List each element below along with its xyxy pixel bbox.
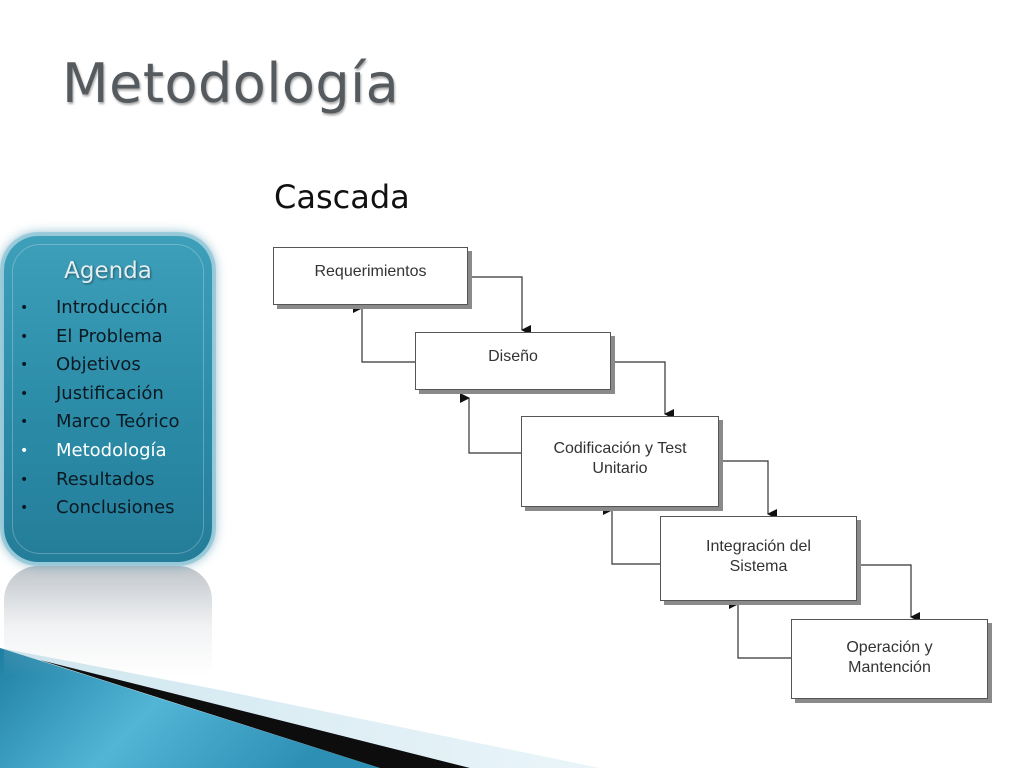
feedback-arrow [729, 599, 791, 659]
forward-arrow [857, 564, 920, 622]
forward-arrow [719, 460, 777, 519]
stage-box-requerimientos: Requerimientos [273, 247, 468, 305]
agenda-item-label: Introducción [56, 297, 168, 318]
bullet-icon: • [20, 500, 29, 517]
forward-arrow [611, 361, 674, 419]
agenda-panel-border [12, 244, 204, 554]
bullet-icon: • [20, 357, 29, 374]
forward-arrow [468, 276, 531, 335]
agenda-item[interactable]: • Conclusiones [4, 494, 180, 523]
agenda-item-label: El Problema [56, 325, 163, 347]
agenda-item-label: Metodología [56, 439, 167, 461]
agenda-item[interactable]: • Resultados [4, 466, 180, 495]
agenda-item-label: Conclusiones [56, 497, 175, 519]
bullet-icon: • [20, 442, 29, 459]
stage-box-operacion: Operación y Mantención [791, 619, 988, 699]
bullet-icon: • [20, 385, 29, 402]
agenda-item-label: Justificación [56, 382, 164, 404]
stage-box-diseno: Diseño [415, 332, 611, 390]
bullet-icon: • [20, 414, 29, 431]
agenda-item[interactable]: • Objetivos [4, 351, 180, 380]
agenda-item[interactable]: • Marco Teórico [4, 408, 180, 437]
stage-box-codificacion: Codificación y Test Unitario [521, 416, 719, 507]
feedback-arrow [353, 303, 415, 363]
agenda-item[interactable]: • Introducción [4, 294, 180, 323]
agenda-title: Agenda [64, 258, 152, 284]
agenda-item[interactable]: • El Problema [4, 323, 180, 352]
agenda-item[interactable]: • Justificación [4, 380, 180, 409]
bullet-icon: • [20, 471, 29, 488]
feedback-arrow [460, 393, 521, 454]
agenda-list: • Introducción • El Problema • Objetivos • J… [4, 294, 180, 523]
diagram-subtitle: Cascada [274, 178, 410, 216]
feedback-arrow [603, 505, 660, 565]
agenda-item-label: Objetivos [56, 354, 141, 376]
slide-title: Metodología [62, 52, 400, 115]
agenda-panel: Agenda • Introducción • El Problema • Objet… [4, 236, 212, 562]
agenda-item-label: Marco Teórico [56, 411, 180, 433]
bullet-icon: • [20, 300, 29, 316]
agenda-item-label: Resultados [56, 468, 155, 490]
bullet-icon: • [20, 328, 29, 345]
stage-box-integracion: Integración del Sistema [660, 516, 857, 601]
agenda-item-active[interactable]: • Metodología [4, 437, 180, 466]
agenda-reflection [4, 566, 212, 676]
